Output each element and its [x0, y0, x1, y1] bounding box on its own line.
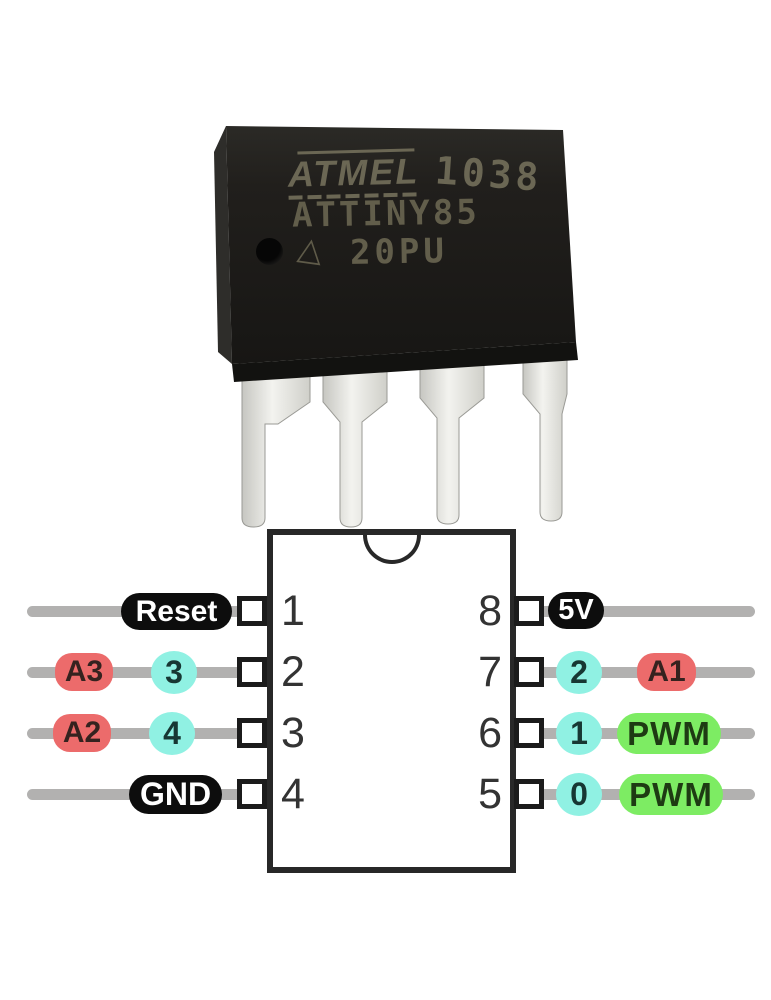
- pin-square-5: [514, 779, 544, 809]
- pin-square-1: [237, 596, 267, 626]
- pin-label-a2: A2: [53, 714, 111, 752]
- chip-body-front-face: [232, 342, 578, 382]
- wire-pin3: [27, 728, 253, 739]
- chip-leg: [522, 333, 568, 522]
- chip-body-top-face: [226, 126, 576, 364]
- chip-leg: [322, 345, 388, 528]
- pin-square-8: [514, 596, 544, 626]
- pin-number-2: 2: [281, 648, 305, 696]
- pin-label-pwm-5: PWM: [619, 774, 723, 815]
- pin-label-pwm-6: PWM: [617, 713, 721, 754]
- chip-legs: [241, 333, 568, 528]
- chip-illustration: [214, 126, 578, 528]
- pin-label-reset: Reset: [121, 593, 232, 630]
- pin-number-7: 7: [478, 648, 502, 696]
- pin-label-a1: A1: [637, 653, 696, 691]
- pin-number-5: 5: [478, 770, 502, 818]
- pin-label-digital3: 3: [151, 651, 197, 694]
- orientation-triangle-icon: △: [295, 228, 326, 270]
- pin-number-1: 1: [281, 587, 305, 635]
- chip-leg: [419, 339, 485, 525]
- chip-leg: [241, 349, 311, 528]
- pin-number-4: 4: [281, 770, 305, 818]
- pin-square-6: [514, 718, 544, 748]
- pin-number-3: 3: [281, 709, 305, 757]
- pin-label-digital2: 2: [556, 651, 602, 694]
- ic-outline: [267, 529, 516, 873]
- pin-label-digital1: 1: [556, 712, 602, 755]
- chip-package-code: 20PU: [349, 231, 449, 273]
- pin-label-5v: 5V: [548, 592, 604, 629]
- pin1-dimple: [256, 238, 283, 265]
- atmel-logo: ATMEL: [287, 148, 420, 200]
- wire-pin8: [530, 606, 755, 617]
- chip-photo: ATMEL 1038 ATTINY85 20PU △: [180, 110, 600, 540]
- pin-number-6: 6: [478, 709, 502, 757]
- wire-pin2: [27, 667, 253, 678]
- pin-square-3: [237, 718, 267, 748]
- pin-label-digital4: 4: [149, 712, 195, 755]
- chip-part-number: ATTINY85: [291, 192, 481, 236]
- pin-number-8: 8: [478, 587, 502, 635]
- ic-notch: [362, 535, 421, 564]
- pin-square-7: [514, 657, 544, 687]
- pin-square-4: [237, 779, 267, 809]
- pin-square-2: [237, 657, 267, 687]
- pin-label-gnd: GND: [129, 775, 222, 814]
- chip-brand-text: ATMEL: [287, 150, 420, 195]
- pin-label-digital0: 0: [556, 773, 602, 816]
- pin-label-a3: A3: [55, 653, 113, 691]
